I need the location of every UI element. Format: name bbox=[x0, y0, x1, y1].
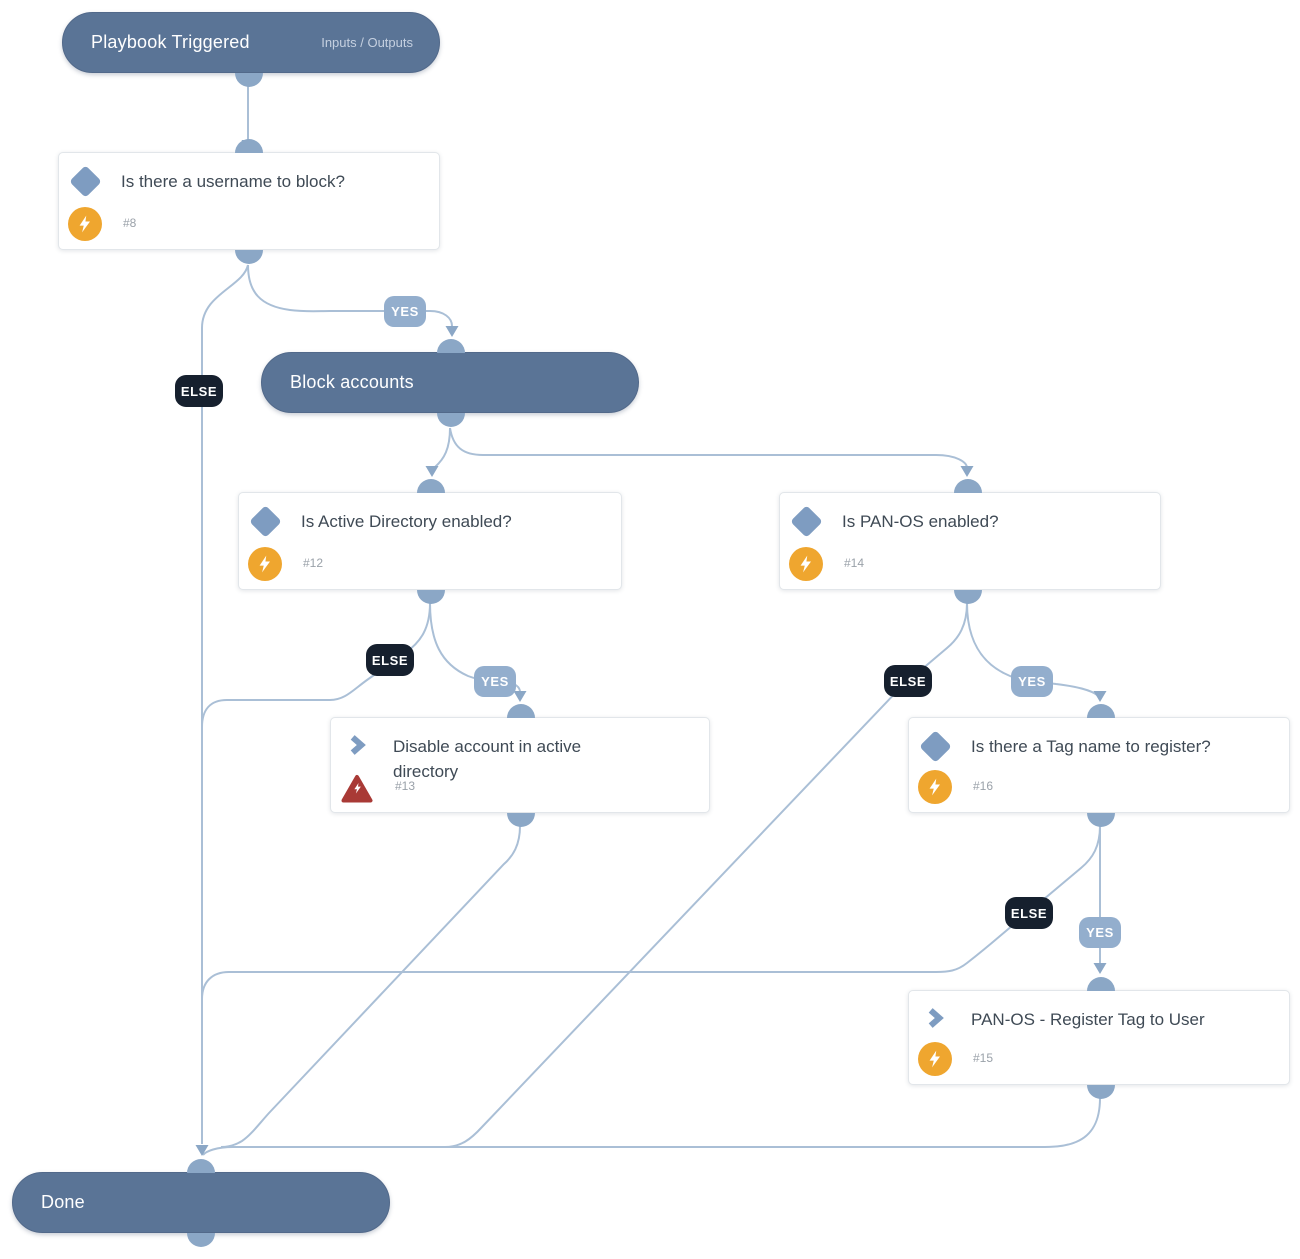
node-title: PAN-OS - Register Tag to User bbox=[971, 1010, 1205, 1029]
username-condition-node[interactable]: Is there a username to block? #8 bbox=[58, 139, 440, 264]
else-branch-label: ELSE bbox=[1005, 897, 1053, 929]
block-accounts-node[interactable]: Block accounts bbox=[261, 339, 639, 427]
connector-dot bbox=[235, 73, 263, 87]
connector-dot bbox=[437, 413, 465, 427]
condition-diamond-icon bbox=[249, 505, 282, 538]
connector-dot bbox=[954, 590, 982, 604]
node-title: Block accounts bbox=[290, 372, 414, 392]
task-id: #12 bbox=[303, 556, 324, 570]
task-chevron-icon bbox=[922, 1005, 948, 1031]
task-chevron-icon bbox=[344, 732, 370, 758]
node-title: Playbook Triggered bbox=[91, 32, 250, 52]
automation-bolt-icon bbox=[918, 1042, 952, 1076]
yes-branch-label: YES bbox=[1011, 666, 1053, 697]
inputs-outputs-link[interactable]: Inputs / Outputs bbox=[321, 35, 413, 50]
automation-bolt-icon bbox=[918, 770, 952, 804]
task-id: #14 bbox=[844, 556, 865, 570]
connector-dot bbox=[417, 479, 445, 493]
node-title: Is PAN-OS enabled? bbox=[842, 512, 999, 531]
node-title: Is there a username to block? bbox=[121, 172, 345, 191]
automation-bolt-icon bbox=[248, 547, 282, 581]
connector-dot bbox=[187, 1233, 215, 1247]
node-title: Is there a Tag name to register? bbox=[971, 737, 1211, 756]
panos-condition-node[interactable]: Is PAN-OS enabled? #14 bbox=[779, 479, 1161, 604]
playbook-triggered-node[interactable]: Playbook Triggered Inputs / Outputs bbox=[62, 12, 440, 87]
condition-diamond-icon bbox=[919, 730, 952, 763]
connector-dot bbox=[417, 590, 445, 604]
connector-dot bbox=[235, 139, 263, 153]
task-id: #8 bbox=[123, 216, 137, 230]
connector-dot bbox=[437, 339, 465, 353]
connector-dot bbox=[954, 479, 982, 493]
connector-dot bbox=[507, 813, 535, 827]
automation-bolt-icon bbox=[789, 547, 823, 581]
ad-condition-node[interactable]: Is Active Directory enabled? #12 bbox=[238, 479, 622, 604]
yes-branch-label: YES bbox=[474, 666, 516, 697]
node-title: Disable account in active directory bbox=[393, 737, 582, 781]
else-branch-label: ELSE bbox=[884, 665, 932, 697]
done-node[interactable]: Done bbox=[12, 1159, 390, 1247]
connector-dot bbox=[507, 704, 535, 718]
connector-dot bbox=[187, 1159, 215, 1173]
condition-diamond-icon bbox=[790, 505, 823, 538]
tag-condition-node[interactable]: Is there a Tag name to register? #16 bbox=[908, 704, 1290, 827]
connector-dot bbox=[1087, 1085, 1115, 1099]
connector-dot bbox=[1087, 704, 1115, 718]
error-warning-icon bbox=[341, 774, 373, 804]
node-title: Done bbox=[41, 1192, 85, 1212]
task-id: #15 bbox=[973, 1051, 994, 1065]
else-branch-label: ELSE bbox=[366, 644, 414, 676]
connector-dot bbox=[1087, 813, 1115, 827]
else-branch-label: ELSE bbox=[175, 375, 223, 407]
register-tag-task-node[interactable]: PAN-OS - Register Tag to User #15 bbox=[908, 977, 1290, 1099]
task-id: #16 bbox=[973, 779, 994, 793]
yes-branch-label: YES bbox=[384, 296, 426, 327]
yes-branch-label: YES bbox=[1079, 917, 1121, 948]
disable-account-task-node[interactable]: Disable account in active directory #13 bbox=[330, 704, 710, 827]
automation-bolt-icon bbox=[68, 207, 102, 241]
connector-dot bbox=[1087, 977, 1115, 991]
connector-dot bbox=[235, 250, 263, 264]
task-id: #13 bbox=[395, 779, 416, 793]
condition-diamond-icon bbox=[69, 165, 102, 198]
node-title: Is Active Directory enabled? bbox=[301, 512, 512, 531]
